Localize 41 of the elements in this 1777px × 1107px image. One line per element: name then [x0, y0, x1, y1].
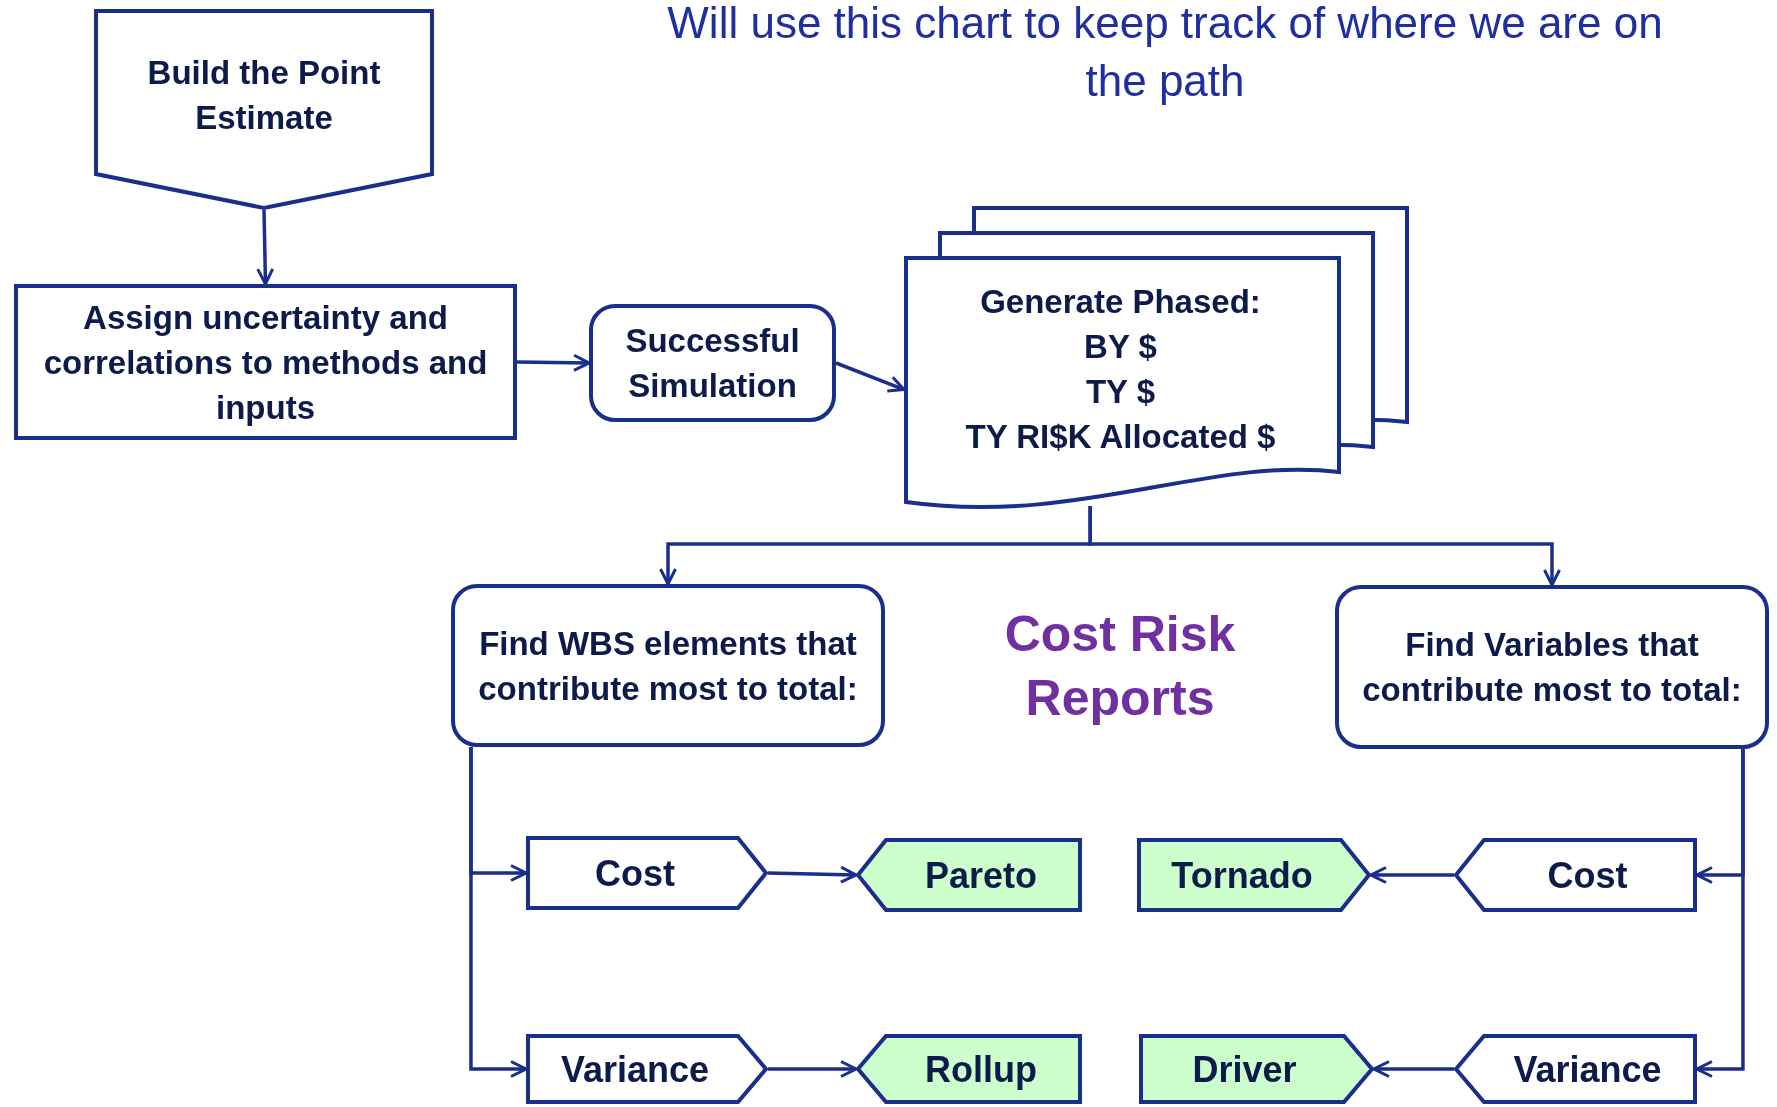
chart-title: Will use this chart to keep track of where we are on the path	[666, 0, 1664, 107]
arrow	[1088, 506, 1561, 587]
node-text: BY $	[1084, 327, 1157, 367]
process-box	[1335, 585, 1769, 749]
process-box	[451, 584, 885, 747]
report-tag	[1139, 1034, 1374, 1104]
tag-shape	[1454, 1034, 1697, 1104]
node-text: Find WBS elements that contribute most to total:	[477, 623, 859, 709]
arrow	[767, 865, 858, 884]
process-box	[589, 304, 836, 422]
arrow	[469, 747, 528, 1078]
node-text: Successful Simulation	[624, 321, 801, 406]
node-text: Cost	[1547, 853, 1628, 898]
report-tag	[1137, 838, 1371, 912]
node-text: Assign uncertainty and correlations to methods and inputs	[42, 297, 489, 428]
arrow	[1372, 1060, 1454, 1078]
node-text: TY RI$K Allocated $	[965, 417, 1276, 457]
section-heading: Cost Risk Reports	[1003, 605, 1237, 728]
node-text: Variance	[1513, 1047, 1662, 1092]
tag-shape	[526, 1034, 768, 1104]
node-text: Cost	[595, 851, 675, 896]
report-tag	[856, 838, 1082, 912]
node-text: Pareto	[924, 853, 1037, 898]
arrow	[768, 1060, 858, 1078]
start-pentagon	[94, 9, 434, 210]
tag-shape	[1454, 838, 1697, 912]
node-text: Find Variables that contribute most to total:	[1361, 625, 1743, 710]
arrow	[1369, 866, 1454, 884]
node-text: Variance	[560, 1047, 710, 1092]
arrow	[256, 209, 275, 286]
node-text: Build the Point Estimate	[146, 52, 382, 138]
node-text: Rollup	[925, 1047, 1037, 1092]
node-text: Driver	[1192, 1047, 1297, 1092]
arrow	[835, 361, 906, 393]
node-text: Generate Phased:	[980, 282, 1261, 322]
process-box	[14, 284, 517, 440]
arrow	[516, 353, 591, 372]
node-text: TY $	[1085, 372, 1156, 412]
node-text: Tornado	[1171, 853, 1313, 898]
report-tag	[856, 1034, 1082, 1104]
tag-shape	[526, 836, 768, 910]
